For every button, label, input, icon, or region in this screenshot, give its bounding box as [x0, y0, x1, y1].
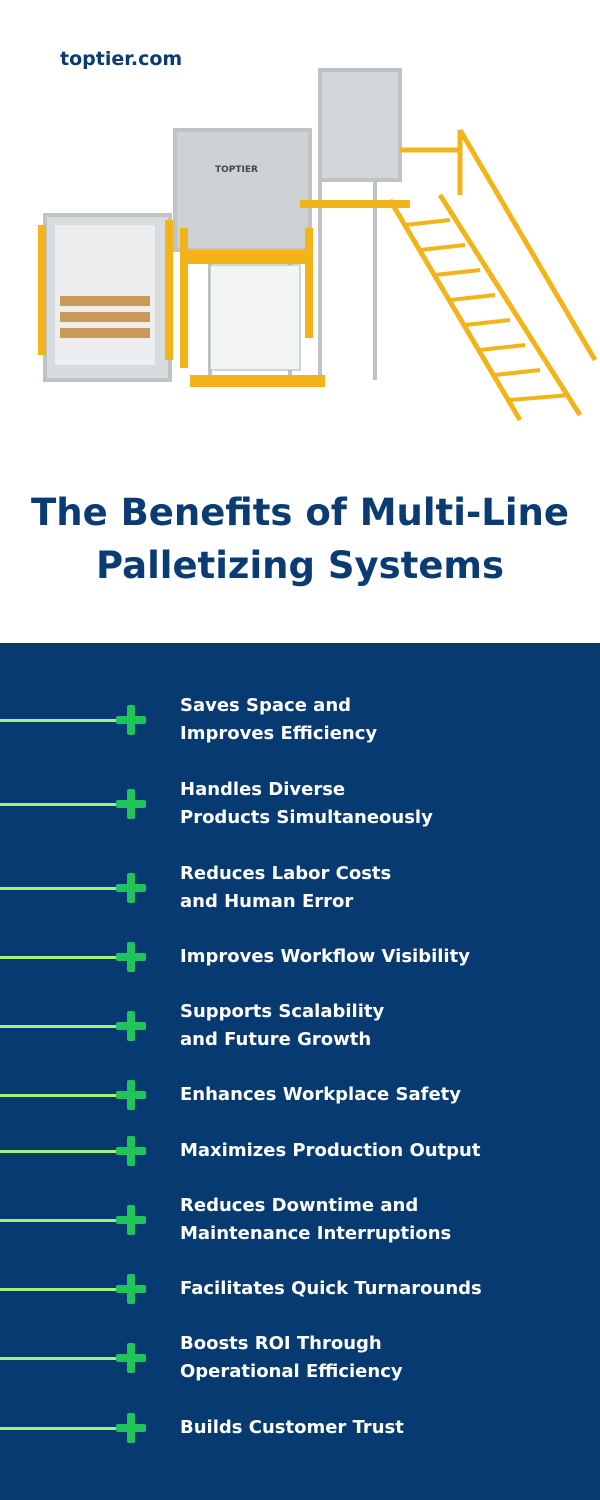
plus-icon — [116, 873, 146, 903]
page-title: The Benefits of Multi-Line Palletizing S… — [0, 486, 600, 592]
connector-line — [0, 1219, 125, 1222]
connector-line — [0, 803, 125, 806]
plus-icon — [116, 1343, 146, 1373]
benefit-line: Reduces Labor Costs — [180, 863, 392, 884]
plus-icon — [116, 1413, 146, 1443]
benefit-line: Saves Space and — [180, 695, 352, 716]
benefit-line: Reduces Downtime and — [180, 1195, 419, 1216]
benefit-text: Enhances Workplace Safety — [180, 1084, 462, 1105]
connector-line — [0, 1288, 125, 1291]
connector-line — [0, 1094, 125, 1097]
benefit-text: Reduces Labor Costs and Human Error — [180, 860, 391, 916]
title-line-1: The Benefits of Multi-Line — [31, 491, 569, 534]
plus-icon — [116, 1136, 146, 1166]
connector-line — [0, 1357, 125, 1360]
benefit-text: Improves Workflow Visibility — [180, 946, 470, 967]
machine-label: TOPTIER — [215, 165, 258, 175]
benefit-line: Improves Efficiency — [180, 723, 378, 744]
benefit-line: Handles Diverse — [180, 779, 346, 800]
plus-icon — [116, 942, 146, 972]
benefit-text: Builds Customer Trust — [180, 1417, 404, 1438]
plus-icon — [116, 1011, 146, 1041]
plus-icon — [116, 1274, 146, 1304]
benefit-line: and Human Error — [180, 891, 354, 912]
benefit-line: Products Simultaneously — [180, 807, 433, 828]
connector-line — [0, 887, 125, 890]
connector-line — [0, 956, 125, 959]
plus-icon — [116, 705, 146, 735]
title-line-2: Palletizing Systems — [96, 544, 504, 587]
benefit-line: Supports Scalability — [180, 1001, 385, 1022]
benefit-line: Maintenance Interruptions — [180, 1223, 452, 1244]
connector-line — [0, 719, 125, 722]
brand-logo-text: toptier.com — [60, 48, 183, 70]
connector-line — [0, 1025, 125, 1028]
benefit-text: Supports Scalability and Future Growth — [180, 998, 384, 1054]
plus-icon — [116, 1080, 146, 1110]
benefit-line: and Future Growth — [180, 1029, 372, 1050]
benefit-line: Boosts ROI Through — [180, 1333, 382, 1354]
plus-icon — [116, 789, 146, 819]
benefit-text: Facilitates Quick Turnarounds — [180, 1278, 482, 1299]
connector-line — [0, 1150, 125, 1153]
connector-line — [0, 1427, 125, 1430]
benefit-text: Maximizes Production Output — [180, 1140, 481, 1161]
plus-icon — [116, 1205, 146, 1235]
benefit-line: Operational Efficiency — [180, 1361, 403, 1382]
palletizer-machine-image: TOPTIER — [38, 68, 598, 422]
